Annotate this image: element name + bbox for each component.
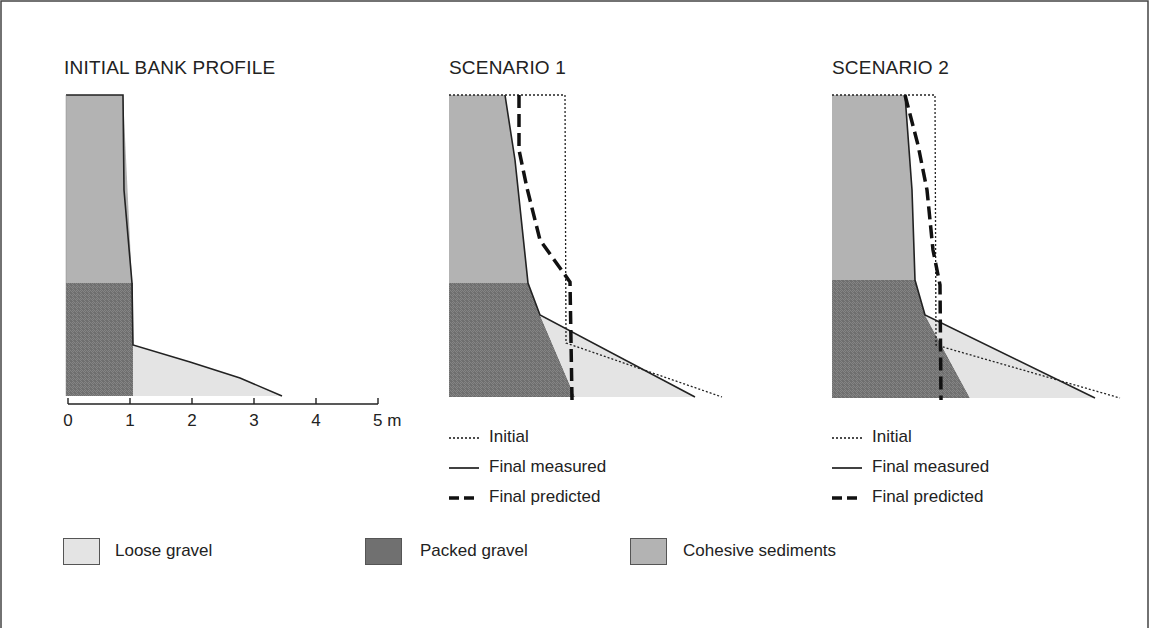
- scale-number: 3: [249, 412, 258, 431]
- panel-title: INITIAL BANK PROFILE: [64, 58, 275, 79]
- initial-line-sample: [832, 437, 862, 438]
- panel-title: SCENARIO 1: [449, 58, 566, 79]
- legend-text: Final measured: [872, 458, 989, 477]
- measured-line-sample: [449, 467, 479, 469]
- initial-line-sample: [449, 437, 479, 438]
- scale-number: 4: [311, 412, 320, 431]
- panel-title: SCENARIO 2: [832, 58, 949, 79]
- legend-text: Packed gravel: [420, 542, 528, 561]
- legend-swatch: [630, 538, 667, 565]
- legend-text: Final predicted: [489, 488, 601, 507]
- legend-text: Final measured: [489, 458, 606, 477]
- legend-text: Initial: [489, 428, 529, 447]
- legend-swatch: [365, 538, 402, 565]
- legend-text: Loose gravel: [115, 542, 212, 561]
- measured-line-sample: [832, 467, 862, 469]
- legend-text: Final predicted: [872, 488, 984, 507]
- predicted-line-sample: [449, 496, 479, 500]
- scale-number: 5 m: [373, 412, 401, 431]
- predicted-line-sample: [832, 496, 862, 500]
- scale-number: 1: [125, 412, 134, 431]
- scale-number: 2: [187, 412, 196, 431]
- legend-text: Initial: [872, 428, 912, 447]
- scale-number: 0: [63, 412, 72, 431]
- legend-text: Cohesive sediments: [683, 542, 836, 561]
- legend-swatch: [63, 538, 100, 565]
